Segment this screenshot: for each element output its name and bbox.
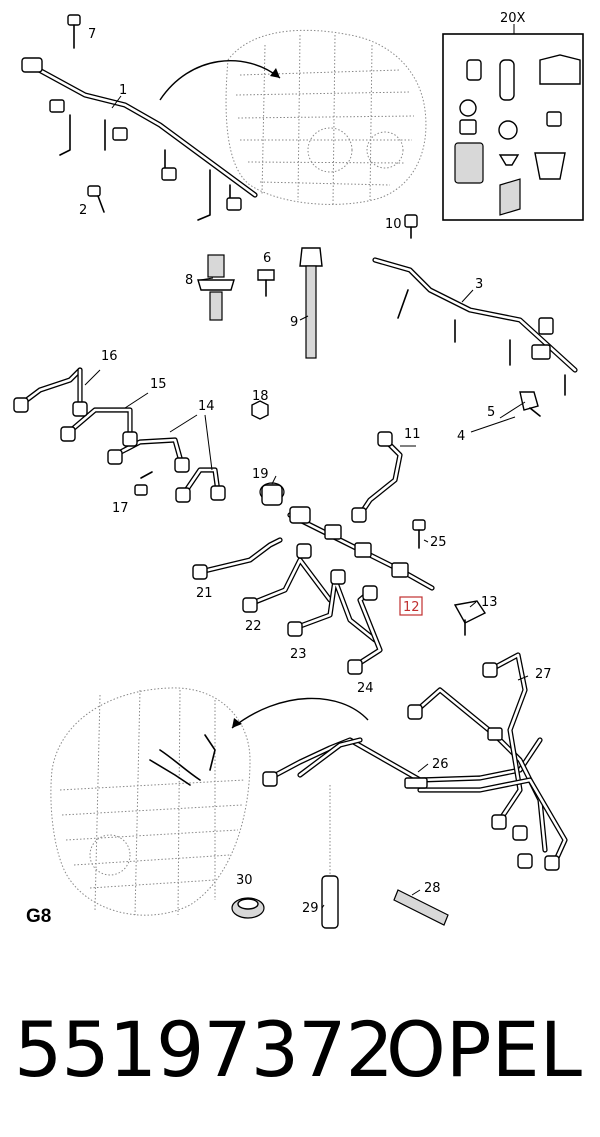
pipes-26-27-harness bbox=[262, 652, 568, 871]
pointer-arrow-top bbox=[159, 60, 281, 101]
callout-24: 24 bbox=[357, 681, 374, 696]
part-12-fuel-rail bbox=[287, 506, 435, 591]
kit-box-20x bbox=[442, 24, 584, 221]
part-8-stud bbox=[197, 254, 235, 321]
callout-22: 22 bbox=[245, 619, 262, 634]
callout-12: 12 bbox=[403, 600, 420, 615]
callout-28: 28 bbox=[424, 881, 441, 896]
part-7-bolt bbox=[67, 14, 81, 49]
part-6-bolt bbox=[257, 269, 275, 297]
callout-8: 8 bbox=[185, 273, 193, 288]
part-2-bolt bbox=[87, 185, 105, 213]
part-17-bolt bbox=[134, 471, 153, 496]
part-11-pipe bbox=[351, 431, 403, 523]
callout-13: 13 bbox=[481, 595, 498, 610]
callout-9: 9 bbox=[290, 315, 298, 330]
part-28-stud bbox=[393, 889, 449, 926]
callout-14: 14 bbox=[198, 399, 215, 414]
callout-25: 25 bbox=[430, 535, 447, 550]
footer: 55197372 OPEL bbox=[0, 1000, 600, 1110]
callout-26: 26 bbox=[432, 757, 449, 772]
part-3-fuel-rail bbox=[372, 257, 578, 396]
callout-11: 11 bbox=[404, 427, 421, 442]
callout-21: 21 bbox=[196, 586, 213, 601]
part-1-fuel-rail bbox=[21, 57, 258, 221]
part-5-sensor bbox=[519, 391, 541, 417]
engine-bottom-illustration bbox=[50, 687, 251, 916]
callout-10: 10 bbox=[385, 217, 402, 232]
callout-18: 18 bbox=[252, 389, 269, 404]
arrowhead-top bbox=[270, 68, 280, 78]
brand-name: OPEL bbox=[385, 1005, 582, 1094]
callout-27: 27 bbox=[535, 667, 552, 682]
part-13-sensor bbox=[453, 600, 487, 636]
highlight-box-12 bbox=[399, 596, 423, 616]
callout-23: 23 bbox=[290, 647, 307, 662]
part-29-sleeve bbox=[321, 785, 339, 929]
callout-labels: 1 2 3 4 5 6 7 8 9 10 11 12 13 14 15 16 1… bbox=[79, 11, 552, 916]
leader-lines bbox=[111, 95, 529, 909]
callout-20x: 20X bbox=[500, 11, 526, 26]
callout-3: 3 bbox=[475, 277, 483, 292]
callout-5: 5 bbox=[487, 405, 495, 420]
part-18-nut bbox=[251, 400, 269, 420]
callout-15: 15 bbox=[150, 377, 167, 392]
injector-pipes-14-16 bbox=[13, 367, 226, 503]
callout-16: 16 bbox=[101, 349, 118, 364]
callout-17: 17 bbox=[112, 501, 129, 516]
part-9-bolt bbox=[299, 247, 323, 359]
parts-diagram: 1 2 3 4 5 6 7 8 9 10 11 12 13 14 15 16 1… bbox=[13, 11, 584, 929]
callout-4: 4 bbox=[457, 429, 465, 444]
pointer-arrow-bottom bbox=[231, 697, 369, 729]
callout-7: 7 bbox=[88, 27, 96, 42]
part-30-seal bbox=[231, 897, 265, 919]
callout-19: 19 bbox=[252, 467, 269, 482]
injector-pipes-21-24 bbox=[192, 537, 383, 675]
engine-top-illustration bbox=[225, 29, 427, 206]
arrowhead-bottom bbox=[232, 718, 242, 728]
callout-29: 29 bbox=[302, 901, 319, 916]
part-25-bolt bbox=[412, 519, 426, 549]
part-19-sleeve bbox=[259, 482, 285, 506]
callout-1: 1 bbox=[119, 83, 127, 98]
callout-2: 2 bbox=[79, 203, 87, 218]
part-10-bolt bbox=[404, 214, 418, 239]
callout-30: 30 bbox=[236, 873, 253, 888]
part-number: 55197372 bbox=[14, 1005, 394, 1094]
callout-6: 6 bbox=[263, 251, 271, 266]
group-code: G8 bbox=[26, 906, 51, 927]
